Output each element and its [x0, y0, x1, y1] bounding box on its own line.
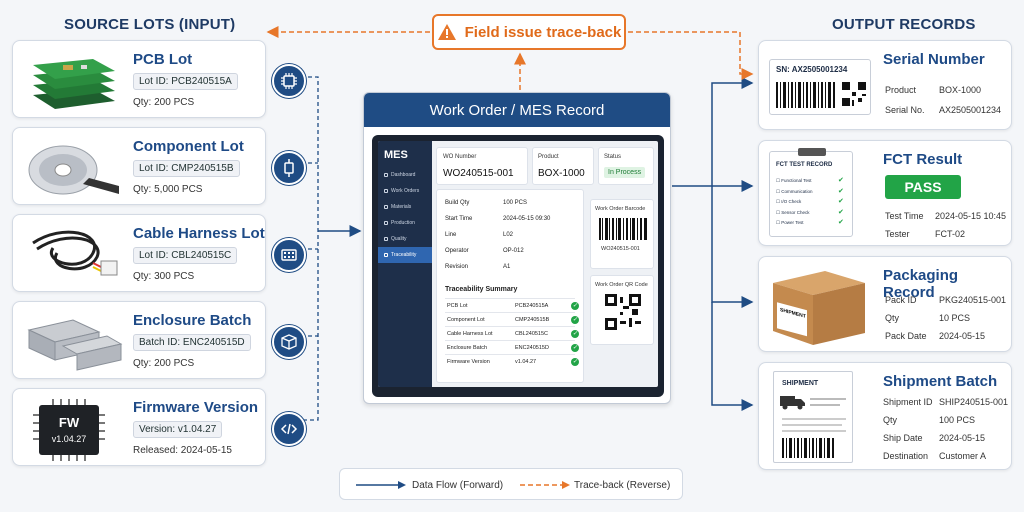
fw-chip-version: v1.04.27: [52, 434, 87, 444]
status-panel: Status In Process: [598, 147, 654, 185]
shipping-box-image: SHIPMENT: [773, 271, 865, 345]
barcode-icon: [776, 82, 835, 108]
nav-work-orders[interactable]: Work Orders: [378, 183, 432, 199]
output-title: FCT Result: [883, 151, 963, 168]
legend-reverse: Trace-back (Reverse): [574, 480, 671, 491]
fct-sheet: FCT TEST RECORD ☐ Functional Test ☐ Comm…: [769, 148, 853, 237]
nav-quality[interactable]: Quality: [378, 231, 432, 247]
barcode-icon: [599, 218, 647, 240]
component-icon: [272, 151, 306, 185]
nav-dashboard[interactable]: Dashboard: [378, 167, 432, 183]
source-title: PCB Lot: [133, 51, 193, 68]
source-detail: Qty: 300 PCS: [133, 271, 195, 282]
qr-code-icon: [605, 294, 641, 330]
serial-label: SN: AX2505001234: [769, 59, 871, 115]
source-title: Enclosure Batch: [133, 312, 252, 329]
pass-badge: PASS: [885, 175, 961, 199]
source-id: Lot ID: PCB240515A: [133, 73, 238, 90]
box-icon: [272, 325, 306, 359]
truck-icon: [780, 396, 805, 410]
output-card-fct[interactable]: FCT TEST RECORD ☐ Functional Test ☐ Comm…: [758, 140, 1012, 246]
trace-back-label: Field issue trace-back: [464, 23, 622, 41]
legend: Data Flow (Forward) Trace-back (Reverse): [339, 468, 683, 500]
source-title: Cable Harness Lot: [133, 225, 265, 242]
mes-title: Work Order / MES Record: [364, 93, 670, 127]
output-title: Packaging Record: [883, 267, 959, 301]
source-title: Component Lot: [133, 138, 244, 155]
summary-title: Traceability Summary: [445, 286, 518, 293]
output-title: Serial Number: [883, 51, 985, 68]
output-title: Shipment Batch: [883, 373, 998, 390]
serial-label-text: SN: AX2505001234: [776, 65, 848, 74]
source-card-component[interactable]: Component Lot Lot ID: CMP240515B Qty: 5,…: [12, 127, 306, 205]
product-panel: Product BOX-1000: [532, 147, 594, 185]
pcb-stack-image: [33, 59, 115, 109]
source-detail: Released: 2024-05-15: [133, 445, 232, 456]
enclosure-image: [27, 319, 123, 371]
trace-back-banner[interactable]: Field issue trace-back: [432, 14, 626, 50]
barcode-icon: [782, 438, 834, 458]
source-id: Lot ID: CBL240515C: [133, 247, 238, 264]
legend-forward: Data Flow (Forward): [412, 480, 504, 491]
fct-checklist: ☐ Functional Test ☐ Communication ☐ I/O …: [776, 178, 813, 225]
check-icon: ✔✔✔✔✔: [838, 177, 844, 226]
source-title: Firmware Version: [133, 399, 259, 416]
fw-chip-name: FW: [59, 415, 80, 430]
shipment-doc: SHIPMENT: [773, 371, 853, 463]
source-id: Lot ID: CMP240515B: [133, 160, 240, 177]
wo-number-panel: WO Number WO240515-001: [436, 147, 528, 185]
connector-icon: [272, 238, 306, 272]
product-value: BOX-1000: [538, 168, 585, 179]
warning-icon: [437, 24, 456, 40]
qr-code-icon: [842, 82, 866, 106]
firmware-chip-image: FW v1.04.27: [33, 399, 105, 461]
sources-header: SOURCE LOTS (INPUT): [64, 16, 236, 33]
source-detail: Qty: 200 PCS: [133, 97, 195, 108]
mes-sidebar: MES Dashboard Work Orders Materials Prod…: [378, 141, 432, 387]
mes-record-card[interactable]: Work Order / MES Record MES Dashboard Wo…: [363, 92, 671, 404]
source-card-pcb[interactable]: PCB Lot Lot ID: PCB240515A Qty: 200 PCS: [12, 40, 306, 118]
wo-barcode-panel: Work Order Barcode WO240515-001: [590, 199, 654, 269]
forward-arrow-icon: [356, 481, 406, 489]
barcode-text: WO240515-001: [601, 246, 640, 252]
reverse-arrow-icon: [520, 481, 570, 489]
outputs-header: OUTPUT RECORDS: [832, 16, 976, 33]
source-id: Version: v1.04.27: [133, 421, 223, 438]
mes-app-name: MES: [384, 149, 408, 161]
source-detail: Qty: 200 PCS: [133, 358, 195, 369]
wo-number: WO240515-001: [443, 168, 514, 179]
source-card-firmware[interactable]: FW v1.04.27 Firmware Version Version: v1…: [12, 388, 306, 466]
chip-icon: [272, 64, 306, 98]
monitor: MES Dashboard Work Orders Materials Prod…: [372, 135, 664, 397]
code-icon: [272, 412, 306, 446]
cable-harness-image: [32, 230, 118, 276]
nav-production[interactable]: Production: [378, 215, 432, 231]
status-badge: In Process: [604, 167, 646, 178]
nav-materials[interactable]: Materials: [378, 199, 432, 215]
component-reel-image: [28, 145, 119, 195]
source-card-enclosure[interactable]: Enclosure Batch Batch ID: ENC240515D Qty…: [12, 301, 306, 379]
nav-traceability[interactable]: Traceability: [378, 247, 432, 263]
source-id: Batch ID: ENC240515D: [133, 334, 251, 351]
mes-screen: MES Dashboard Work Orders Materials Prod…: [378, 141, 658, 387]
source-detail: Qty: 5,000 PCS: [133, 184, 203, 195]
source-card-cable[interactable]: Cable Harness Lot Lot ID: CBL240515C Qty…: [12, 214, 306, 292]
wo-qr-panel: Work Order QR Code: [590, 275, 654, 345]
